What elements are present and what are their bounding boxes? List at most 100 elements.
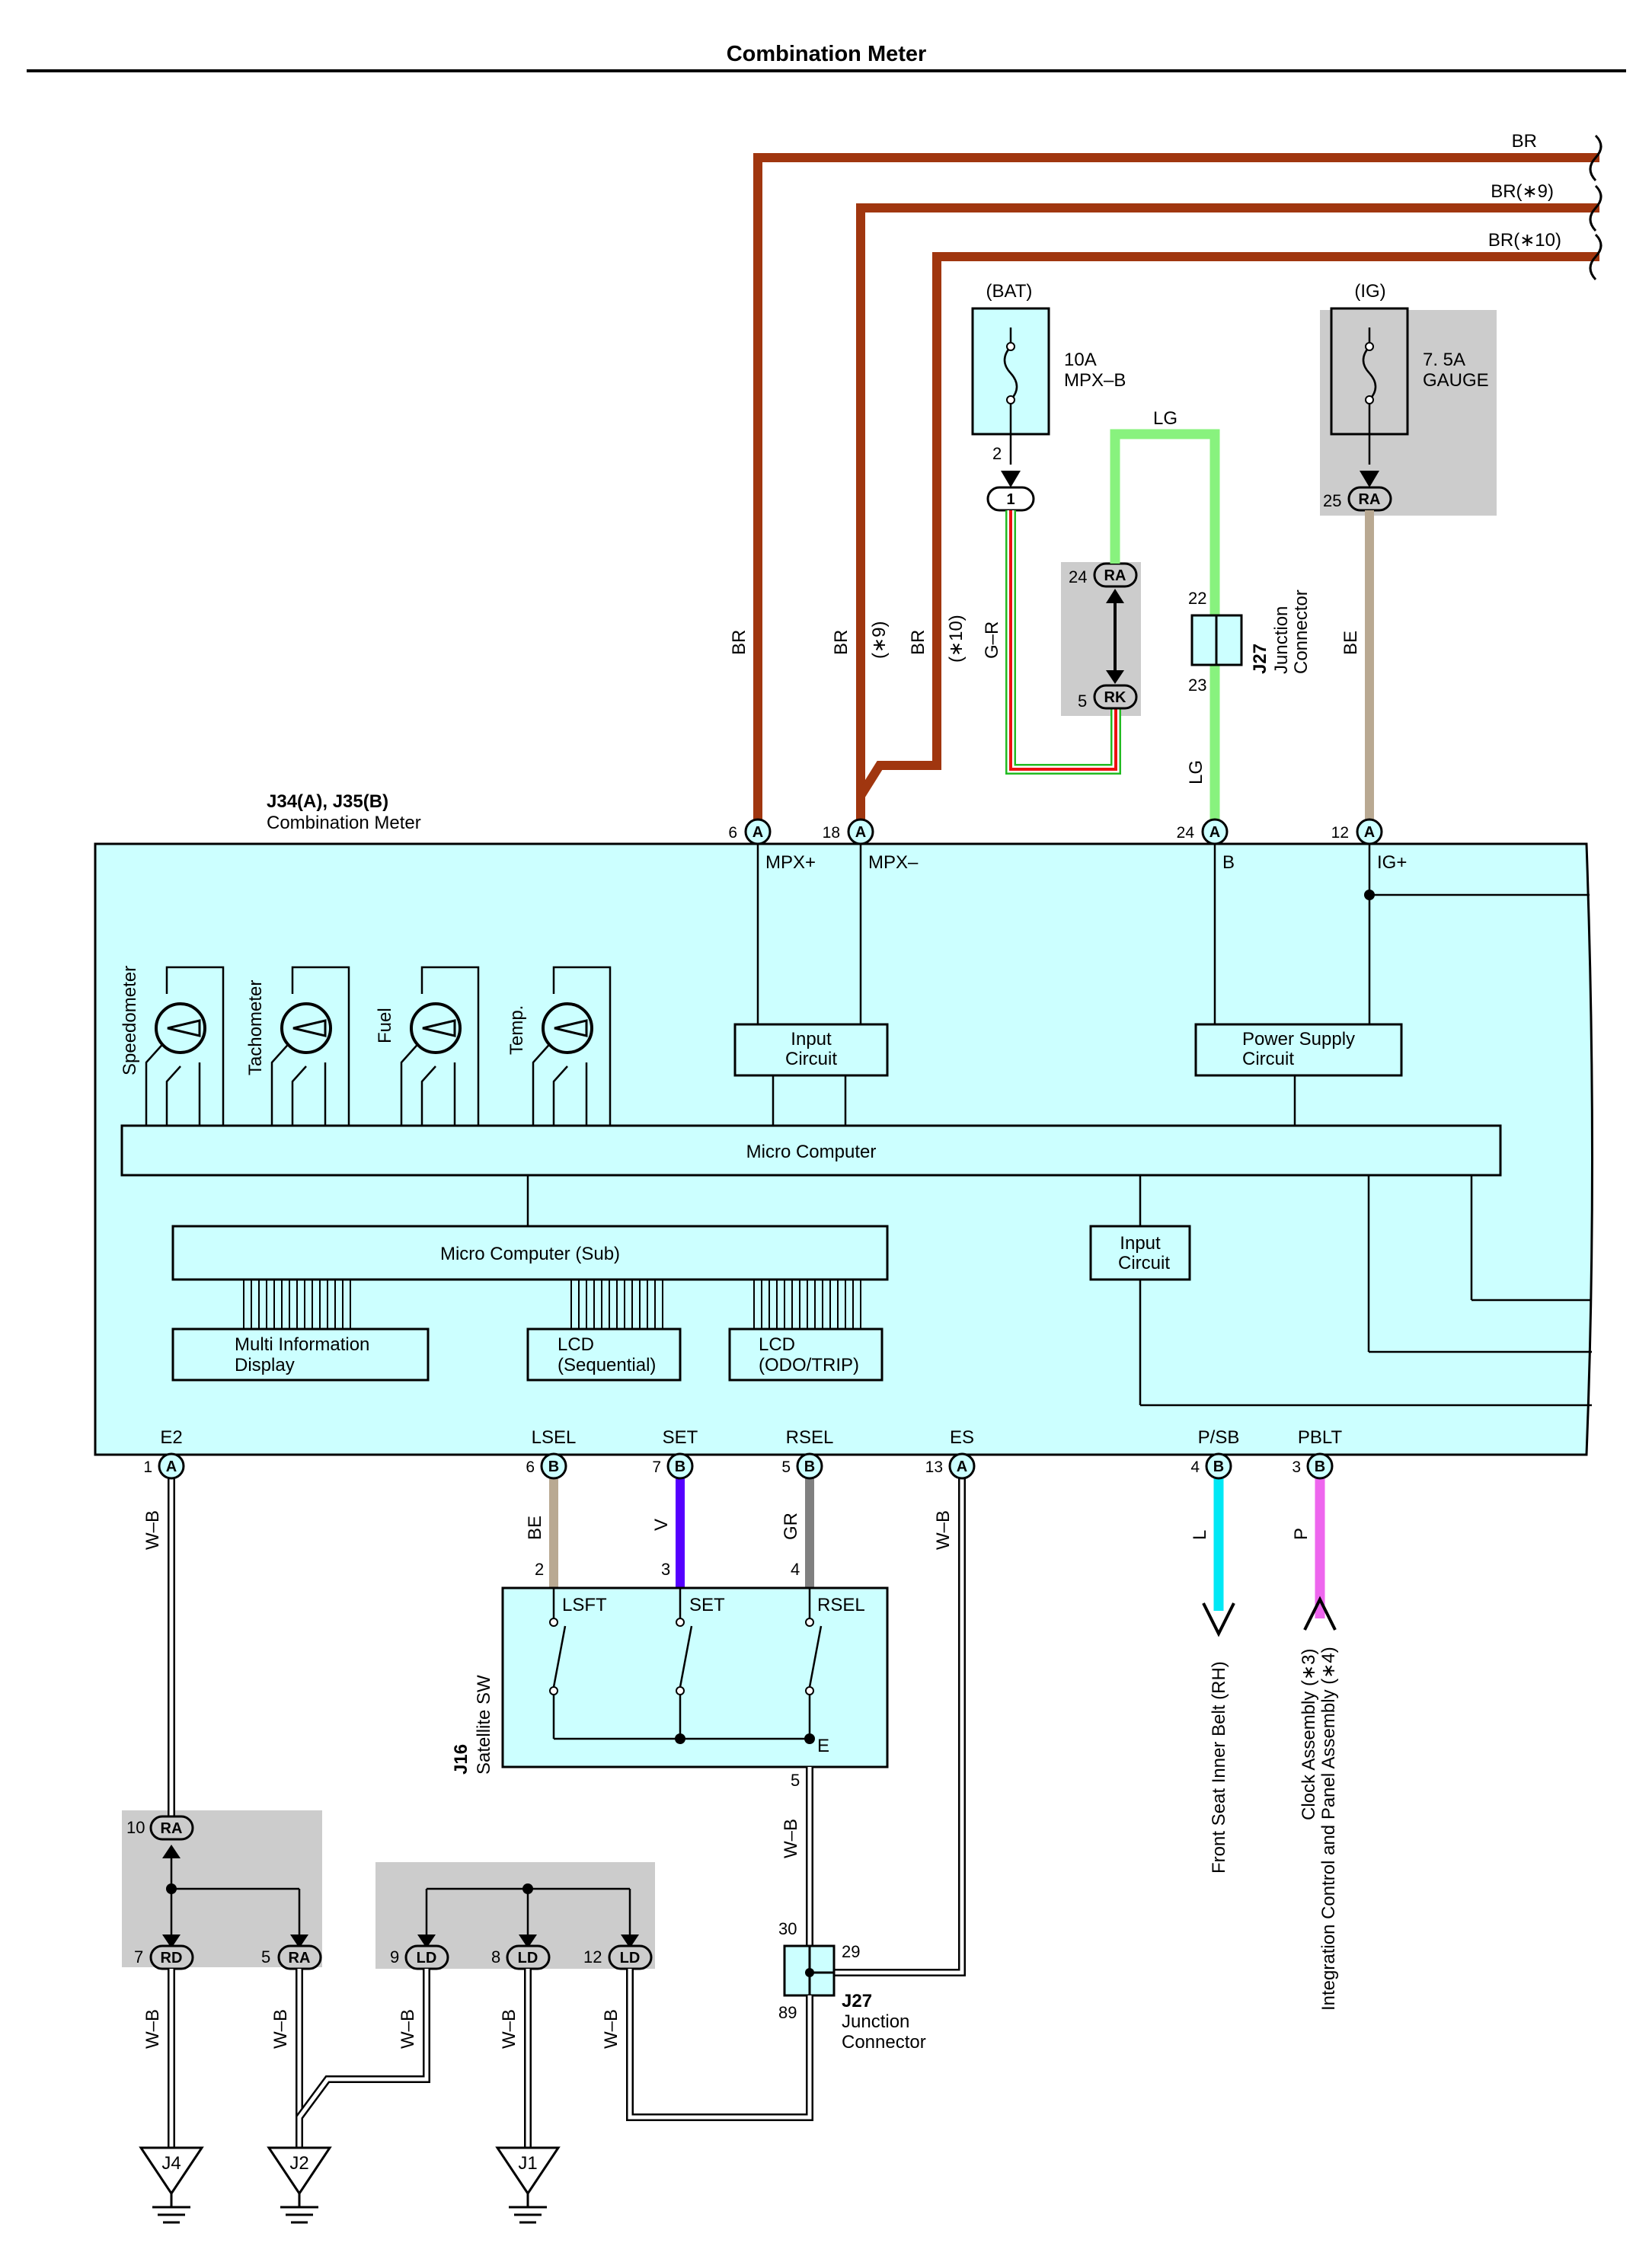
ig-junction-dot	[1364, 890, 1375, 900]
bat-fuse-name: MPX–B	[1064, 370, 1126, 391]
bat-label: (BAT)	[986, 281, 1033, 302]
wire-gr-stripe	[1009, 510, 1117, 771]
gauge-tachometer: Tachometer	[245, 980, 266, 1075]
gauge-temp: Temp.	[506, 1005, 527, 1055]
svg-text:B: B	[1315, 1458, 1325, 1475]
signal-lsel: LSEL	[532, 1427, 577, 1448]
svg-text:A: A	[855, 824, 866, 841]
wire-br	[753, 153, 1599, 826]
wire-label-l: L	[1190, 1530, 1210, 1540]
j27-top-name-1: Junction	[1271, 606, 1292, 674]
wire-label-gr-lower: GR	[781, 1513, 801, 1540]
arrow-up-icon	[1303, 1596, 1337, 1631]
ld-arrow-1-icon	[417, 1935, 436, 1948]
svg-text:10: 10	[126, 1818, 145, 1837]
connector-rk	[1093, 684, 1138, 710]
svg-text:Power Supply: Power Supply	[1242, 1029, 1355, 1050]
wire-label-br10-top: BR(∗10)	[1488, 230, 1561, 251]
signal-mpx-plus: MPX+	[765, 852, 816, 873]
signal-mpx-minus: MPX–	[868, 852, 919, 873]
satellite-ground-label: E	[817, 1736, 829, 1756]
meter-name: Combination Meter	[267, 813, 421, 833]
svg-text:LCD: LCD	[558, 1334, 594, 1355]
satellite-switch	[501, 1586, 889, 1768]
bus-lines	[243, 1280, 861, 1329]
ig-pin-25: 25	[1323, 491, 1341, 510]
svg-text:RK: RK	[1104, 689, 1126, 706]
micro-computer-sub	[171, 1225, 889, 1281]
micro-computer	[120, 1124, 1502, 1177]
svg-text:7: 7	[134, 1947, 143, 1966]
svg-text:A: A	[1209, 824, 1220, 841]
svg-text:8: 8	[491, 1947, 500, 1966]
ra-arrow-icon	[1106, 589, 1124, 603]
svg-text:A: A	[957, 1458, 967, 1475]
signal-pblt: PBLT	[1298, 1427, 1343, 1448]
svg-text:LD: LD	[417, 1950, 437, 1966]
svg-text:Circuit: Circuit	[1242, 1049, 1294, 1069]
svg-text:(Sequential): (Sequential)	[558, 1355, 656, 1375]
page-title: Combination Meter	[727, 42, 927, 66]
br-wires	[753, 153, 1599, 826]
svg-text:RA: RA	[1359, 491, 1381, 508]
svg-text:4: 4	[1190, 1458, 1200, 1476]
svg-text:A: A	[166, 1458, 177, 1475]
meter-internal-lines	[526, 844, 1592, 1407]
svg-text:12: 12	[1331, 824, 1349, 842]
svg-text:W–B: W–B	[270, 2009, 291, 2049]
input-circuit-top	[733, 1023, 889, 1077]
satellite-name: Satellite SW	[474, 1675, 494, 1775]
ground-j2: J2	[267, 2146, 332, 2224]
switch-nodes	[549, 1618, 814, 1695]
ld-arrow-3-icon	[621, 1935, 639, 1948]
svg-text:4: 4	[791, 1560, 800, 1579]
wire-label-br10a: BR	[908, 630, 928, 655]
j27-top-name-2: Connector	[1291, 589, 1312, 674]
svg-text:6: 6	[526, 1458, 535, 1476]
gauges: Speedometer Tachometer Fuel	[120, 966, 612, 1126]
signal-set: SET	[663, 1427, 698, 1448]
signal-ig-plus: IG+	[1377, 852, 1407, 873]
wire-label-wb-es: W–B	[933, 1510, 954, 1550]
svg-text:13: 13	[925, 1458, 943, 1476]
input-circuit-lower	[1089, 1225, 1191, 1281]
svg-text:18: 18	[823, 824, 840, 842]
ig-arrow-icon	[1360, 471, 1379, 487]
svg-text:J1: J1	[518, 2153, 537, 2174]
rk-pin-5: 5	[1078, 692, 1087, 711]
svg-text:Micro Computer (Sub): Micro Computer (Sub)	[440, 1244, 620, 1264]
svg-text:2: 2	[535, 1560, 544, 1579]
svg-text:B: B	[1213, 1458, 1224, 1475]
ground-j1: J1	[495, 2146, 561, 2224]
svg-text:6: 6	[728, 824, 737, 842]
gauge-speedometer: Speedometer	[120, 966, 140, 1075]
wire-label-br-top: BR	[1512, 131, 1537, 152]
svg-text:1: 1	[143, 1458, 152, 1476]
bat-pin-2: 2	[992, 444, 1002, 463]
svg-text:3: 3	[661, 1560, 670, 1579]
ig-fuse-rating: 7. 5A	[1423, 350, 1465, 370]
svg-text:J4: J4	[161, 2153, 181, 2174]
wire-label-sat-wb: W–B	[781, 1819, 801, 1858]
svg-text:Circuit: Circuit	[1118, 1253, 1170, 1273]
gauge-fuel: Fuel	[375, 1008, 395, 1043]
j27-bottom-code: J27	[842, 1991, 872, 2011]
svg-text:30: 30	[778, 1919, 797, 1938]
wire-br10	[856, 252, 1599, 799]
lcd-sequential	[526, 1327, 682, 1382]
wire-label-lg-side: LG	[1186, 760, 1206, 784]
j27-bottom-name-1: Junction	[842, 2011, 909, 2032]
wire-breaks	[1589, 134, 1602, 281]
svg-text:Multi Information: Multi Information	[235, 1334, 369, 1355]
ra-group-arrow-rd-icon	[162, 1935, 181, 1948]
svg-text:A: A	[753, 824, 763, 841]
svg-text:RA: RA	[1104, 567, 1126, 584]
fuel-gauge: Fuel	[375, 966, 480, 1126]
tachometer-gauge: Tachometer	[245, 966, 350, 1126]
bat-connector-pin: 1	[1006, 491, 1015, 508]
svg-text:5: 5	[781, 1458, 791, 1476]
svg-text:Circuit: Circuit	[785, 1049, 837, 1069]
svg-text:89: 89	[778, 2003, 797, 2022]
satellite-code: J16	[451, 1744, 471, 1775]
svg-text:RA: RA	[161, 1820, 183, 1837]
